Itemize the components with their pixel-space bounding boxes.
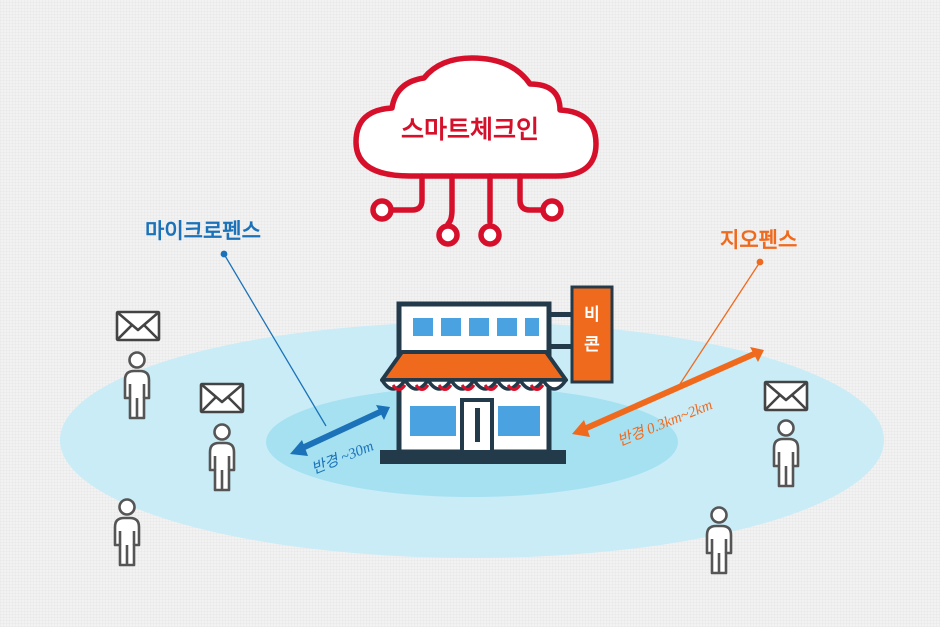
beacon-icon [548,285,614,384]
arrow-icon [290,405,390,456]
envelope-icon [115,310,161,342]
geofence-leader [679,258,764,385]
envelope-icon [199,382,245,414]
envelope-icon [763,380,809,412]
geofence-label: 지오펜스 [720,228,797,252]
person-icon [705,506,733,575]
beacon-label-1: 비 [584,305,600,325]
beacon-label-2: 콘 [584,335,600,355]
cloud-icon [353,55,599,247]
person-icon [113,498,141,567]
arrow-icon [572,347,764,437]
microfence-leader [220,250,327,427]
cloud-title: 스마트체크인 [401,115,539,144]
store-icon [380,301,568,464]
microfence-label: 마이크로펜스 [145,219,261,243]
